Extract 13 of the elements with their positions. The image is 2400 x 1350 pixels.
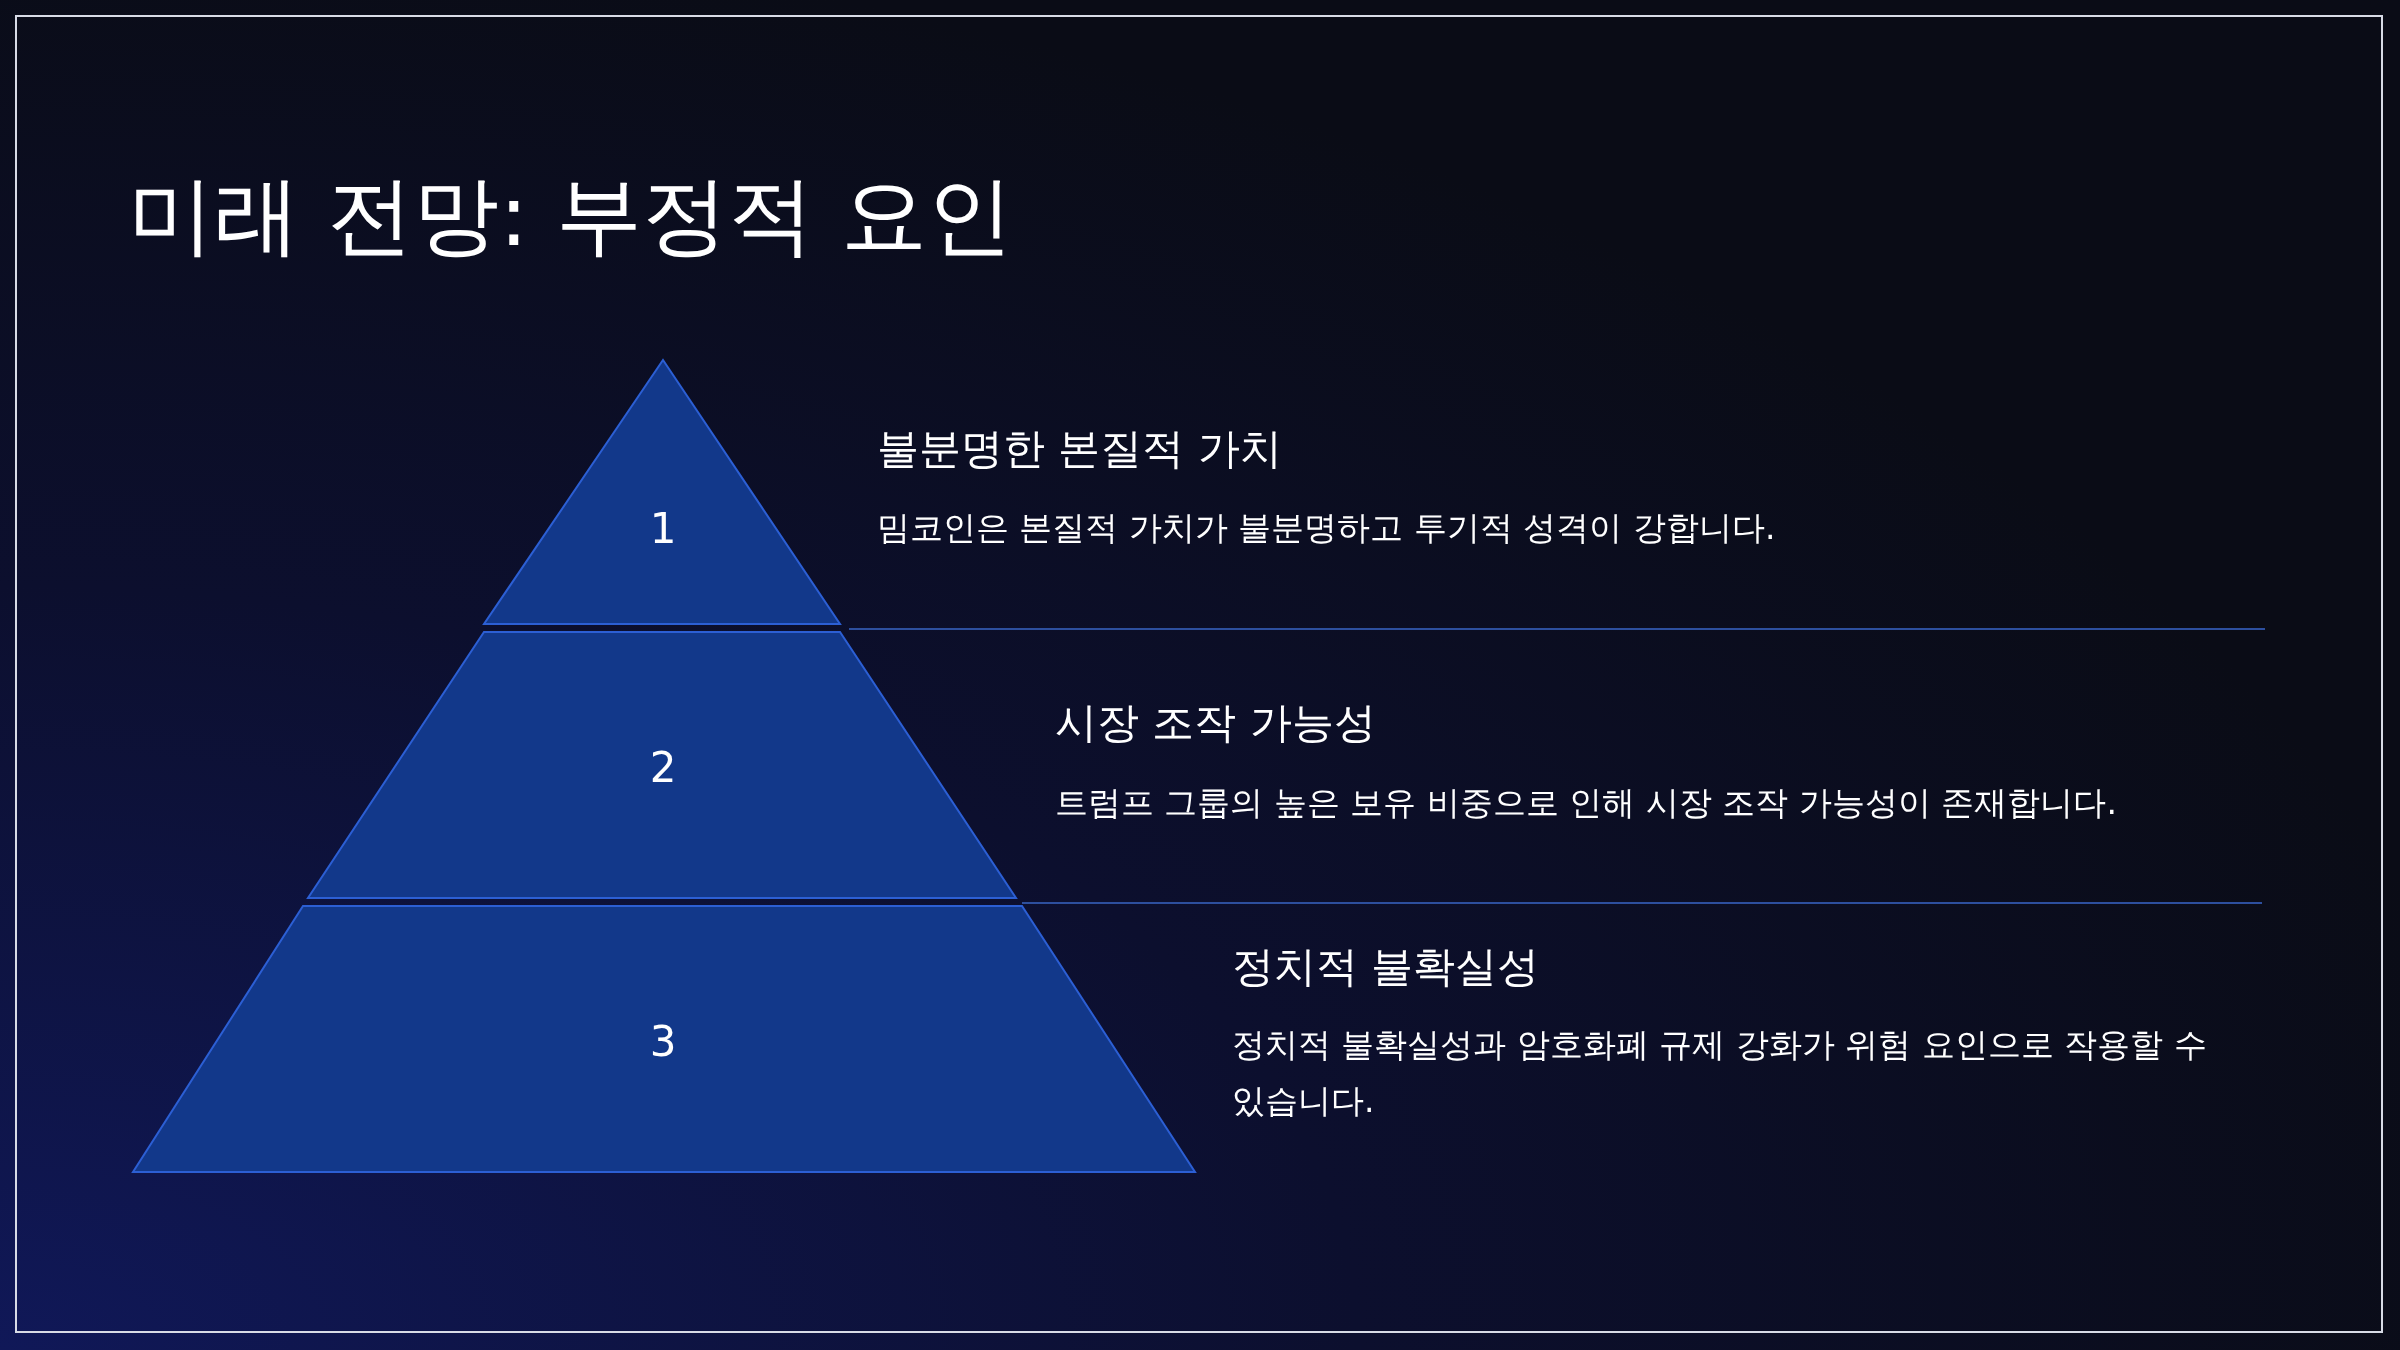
tier-number: 2 [649,742,677,792]
tier-number: 1 [649,503,677,553]
tier-heading: 불분명한 본질적 가치 [877,424,1282,475]
slide-title: 미래 전망: 부정적 요인 [128,168,1013,263]
pyramid-tier [308,632,1016,898]
tier-description: 정치적 불확실성과 암호화폐 규제 강화가 위험 요인으로 작용할 수 있습니다. [1232,1024,2208,1123]
tier-description: 밈코인은 본질적 가치가 불분명하고 투기적 성격이 강합니다. [877,507,1777,549]
pyramid-tier [133,906,1195,1172]
pyramid-tier [484,360,840,624]
tier-number: 3 [649,1016,677,1066]
tier-description: 트럼프 그룹의 높은 보유 비중으로 인해 시장 조작 가능성이 존재합니다. [1055,782,2118,824]
tier-heading: 정치적 불확실성 [1232,942,1540,993]
tier-heading: 시장 조작 가능성 [1055,698,1376,749]
